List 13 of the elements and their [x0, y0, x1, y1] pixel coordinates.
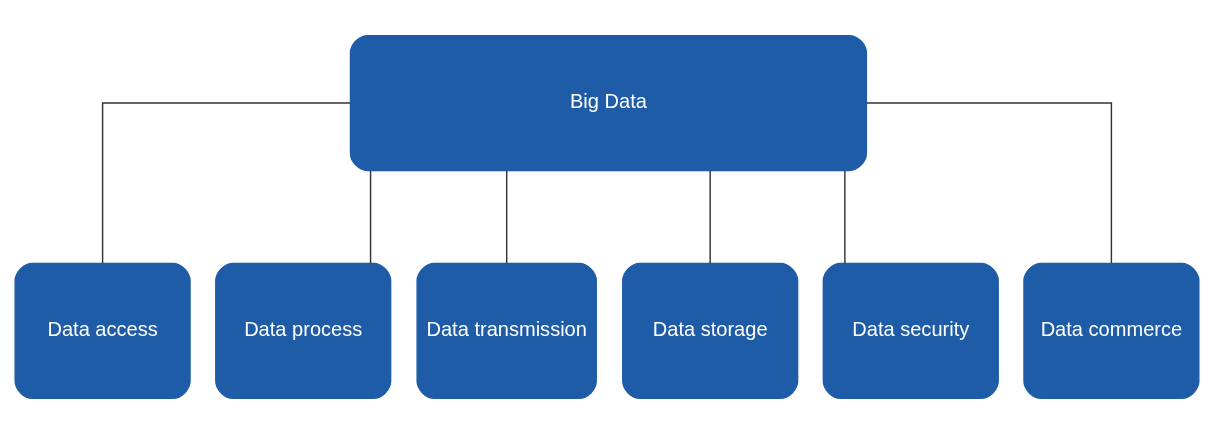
- connector: [101, 101, 352, 264]
- node-box: Data commerce: [1023, 262, 1200, 399]
- node-box: Data transmission: [416, 262, 597, 399]
- connector: [865, 101, 1113, 264]
- node-box: Data storage: [622, 262, 799, 399]
- connector: [369, 169, 372, 264]
- connector: [505, 169, 508, 264]
- connector: [844, 169, 846, 264]
- connector: [709, 169, 711, 264]
- node-box: Data access: [14, 262, 191, 399]
- node-box: Big Data: [349, 34, 868, 171]
- node-box: Data process: [215, 262, 392, 399]
- node-box: Data security: [822, 262, 999, 399]
